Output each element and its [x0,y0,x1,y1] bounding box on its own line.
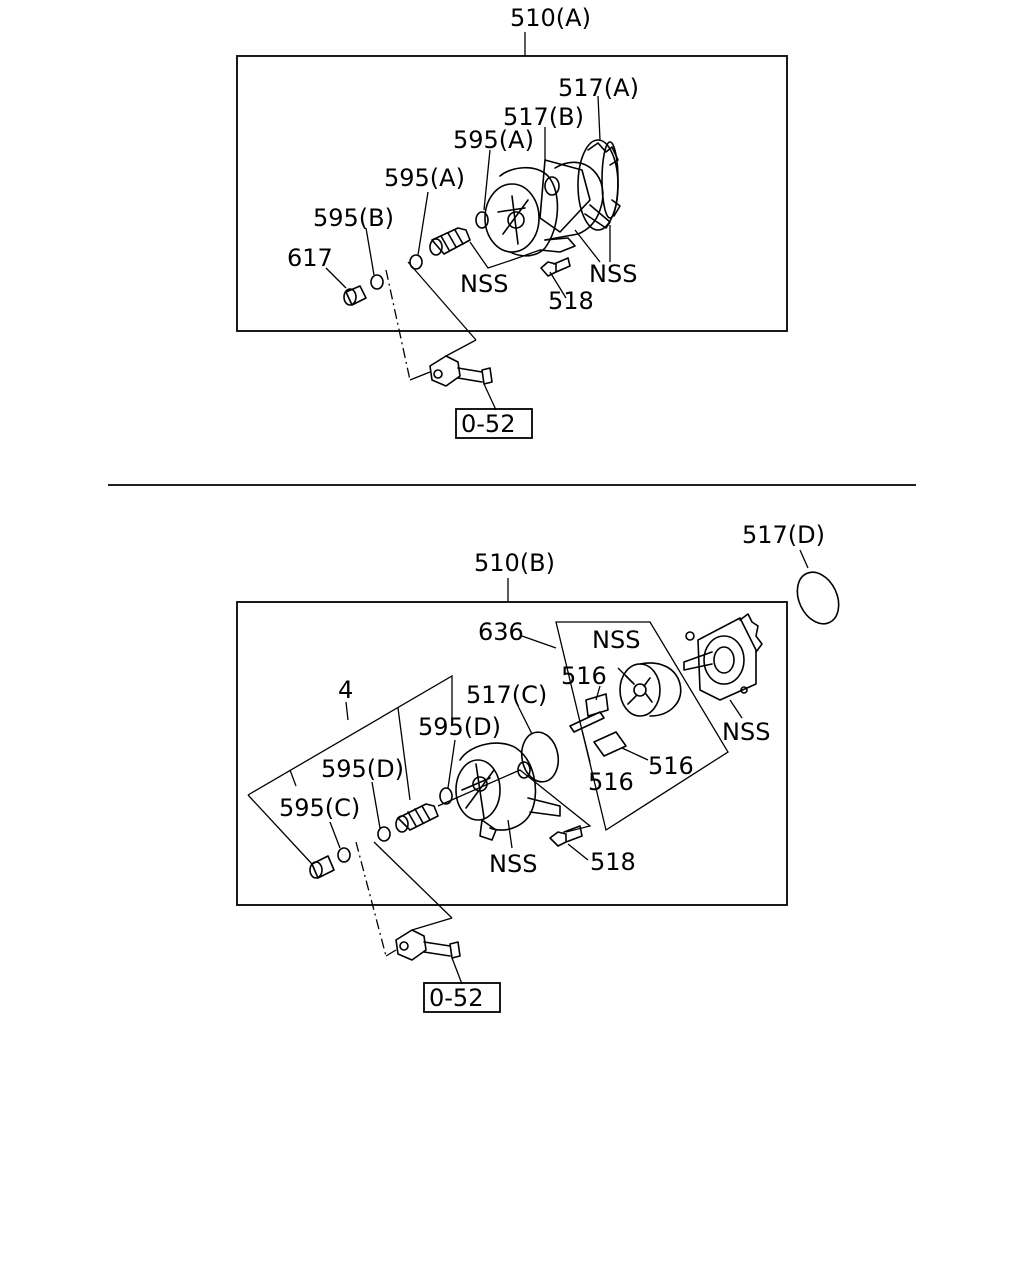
plug-617 [343,285,367,306]
label-636: 636 [478,618,524,646]
ref-box-upper [455,408,533,439]
label-nss-left-upper: NSS [460,270,508,298]
banjo-eye-upper [409,339,493,387]
label-595b: 595(B) [313,204,394,232]
assembly-label-510b: 510(B) [474,549,555,577]
label-nss-right-upper: NSS [589,260,637,288]
label-517d: 517(D) [742,521,825,549]
leaders-lower [247,667,743,865]
chain-line-lower-left [355,841,387,957]
hose-fitting-upper [429,227,471,256]
drive-shaft-gear-nss [683,613,763,701]
vane-516-right [593,731,627,757]
label-4: 4 [338,676,353,704]
label-517c: 517(C) [466,681,547,709]
chain-line-upper-right [407,261,477,341]
chain-line-upper-left [385,269,411,381]
assembly-label-510a: 510(A) [510,4,591,32]
ref-box-lower [423,982,501,1013]
banjo-eye-lower [385,917,461,961]
leader-ref-lower [451,957,463,985]
label-nss-bottom-lower: NSS [489,850,537,878]
ref-box-upper-text: 0-52 [461,410,515,438]
label-518-lower: 518 [590,848,636,876]
plug-lower [309,855,335,879]
leader-ref-upper [483,383,497,411]
label-518-upper: 518 [548,287,594,315]
label-517b: 517(B) [503,103,584,131]
label-595a-lower: 595(A) [384,164,465,192]
leader-636 [521,635,557,649]
label-516-right: 516 [648,752,694,780]
label-617: 617 [287,244,333,272]
label-595a-upper: 595(A) [453,126,534,154]
label-595d-upper: 595(D) [418,713,501,741]
vane-516-mid [569,711,605,733]
vane-516-top [585,693,609,717]
label-517a: 517(A) [558,74,639,102]
washer-595c [337,847,351,863]
kit-outline-636 [555,621,729,832]
o-ring-595a-upper [475,211,489,229]
label-nss-right-lower: NSS [722,718,770,746]
label-595d-lower: 595(D) [321,755,404,783]
bolt-518-lower [549,825,583,847]
o-ring-517c [520,731,560,783]
bolt-518-upper [540,257,571,277]
vacuum-pump-body-lower [455,742,561,841]
washer-595b [370,274,384,290]
washer-595d-upper [439,787,453,805]
upper-group: 510(A) [236,4,788,439]
leaders-upper [325,95,611,299]
assembly-frame-510a [236,55,788,332]
leader-517d [799,549,809,569]
label-nss-top-lower: NSS [592,626,640,654]
label-516-bottom: 516 [588,768,634,796]
label-516-top: 516 [561,662,607,690]
hose-fitting-lower [395,803,439,833]
chain-line-lower-right [373,841,453,919]
lower-group: 517(D) 510(B) [236,521,840,1013]
o-ring-517d [796,571,840,625]
assembly-frame-510b [236,601,788,906]
washer-595d-lower [377,826,391,842]
vacuum-pump-body-upper [484,139,621,257]
washer-595a-lower [409,254,423,270]
rotor-nss [619,662,682,717]
label-595c: 595(C) [279,794,360,822]
ref-box-lower-text: 0-52 [429,984,483,1012]
